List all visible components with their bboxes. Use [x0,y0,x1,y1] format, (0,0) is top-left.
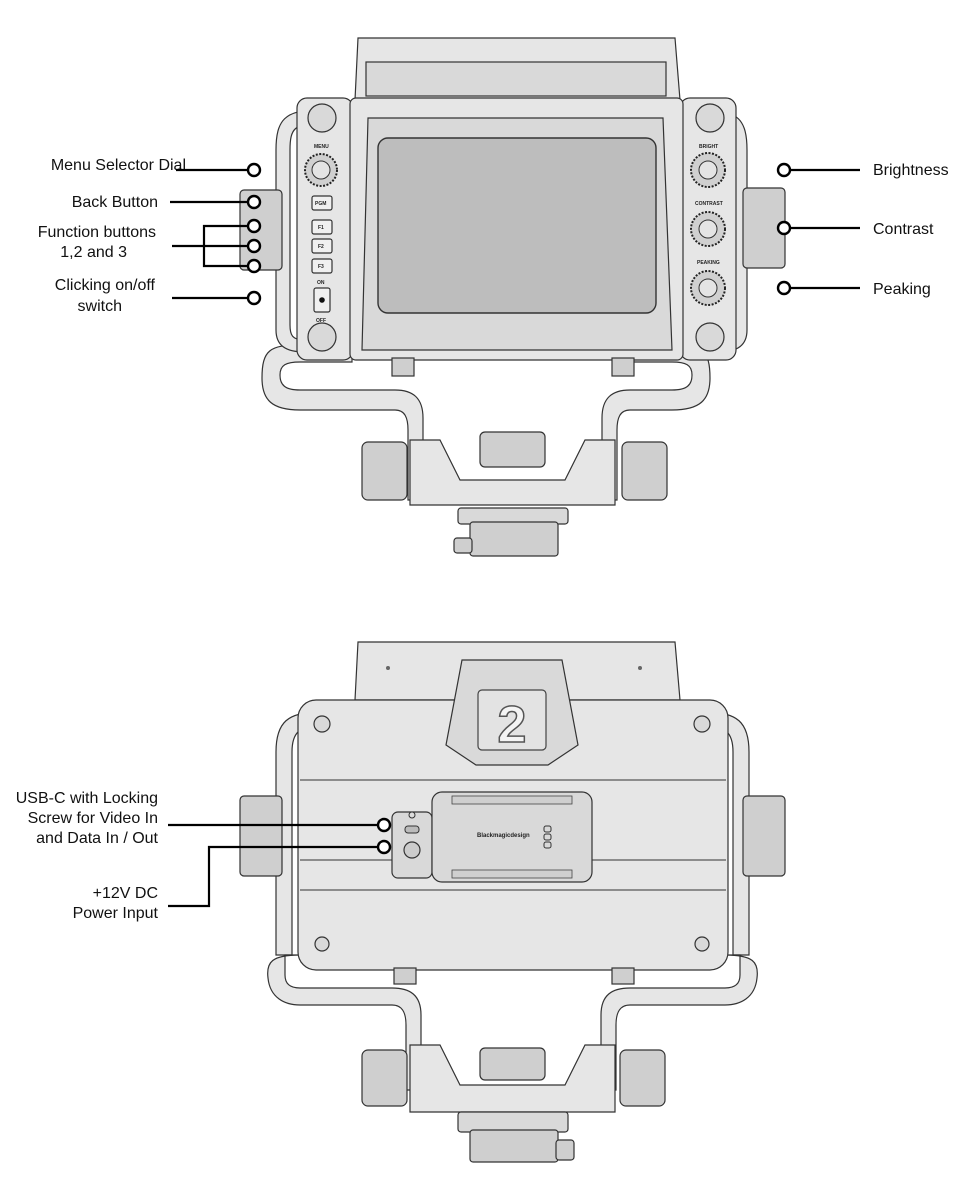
label-peaking: Peaking [873,281,931,298]
callout-power-input: +12V DC Power Input [73,839,392,922]
label-power-switch-2: switch [78,298,122,315]
label-function-buttons-1: Function buttons [38,224,156,241]
corner-screw-br [695,322,725,352]
label-contrast: Contrast [873,221,934,238]
rear-knob-right [619,1049,666,1107]
bright-label: BRIGHT [699,144,718,150]
rear-screw-br [694,936,710,952]
callout-menu-dial: Menu Selector Dial [51,157,262,178]
peaking-label: PEAKING [697,260,720,266]
label-power-2: Power Input [73,905,159,922]
hood-dot-left [386,666,390,670]
lcd-screen [377,137,657,314]
rear-screw-tr [693,715,711,733]
callout-usb-c: USB-C with Locking Screw for Video In an… [16,790,392,847]
corner-screw-tr [695,103,725,133]
pgm-button-text: PGM [315,201,326,207]
rear-foot-left [393,967,417,985]
foot-right [611,357,635,377]
label-power-1: +12V DC [93,885,158,902]
rear-screw-tl [313,715,331,733]
f3-button[interactable] [311,258,333,274]
contrast-label: CONTRAST [695,201,723,207]
rear-mount-left [239,795,283,877]
cold-shoe [469,521,559,557]
power-switch-dot [319,297,325,303]
f1-button[interactable] [311,219,333,235]
rear-yoke-right [600,954,758,1091]
front-view: MENU PGM F1 F2 F3 ON OFF BRIGHT CONTRAST… [38,37,949,557]
callout-back-button: Back Button [72,194,262,211]
shoe-lever [453,537,473,554]
peaking-dial-center [698,278,718,298]
rear-foot-right [611,967,635,985]
brand-vents-bottom [451,869,573,879]
rear-view: 2 Blackmagicdesign [16,641,786,1163]
clamp-top-knob [479,431,546,468]
monitor-number: 2 [498,696,527,754]
brand-plate [431,791,593,883]
callout-power-switch: Clicking on/off switch [55,277,262,315]
hood-dot-right [638,666,642,670]
menu-dial-label: MENU [314,144,329,150]
menu-dial-center [311,160,331,180]
off-label: OFF [316,318,326,324]
f2-button-text: F2 [318,244,324,250]
power-input-port [403,841,421,859]
callout-function-buttons: Function buttons 1,2 and 3 [38,218,262,274]
brand-vents-top [451,795,573,805]
clamp-body [409,439,616,506]
rear-screw-bl [314,936,330,952]
rear-clamp-knob [479,1047,546,1081]
label-usb-1: USB-C with Locking [16,790,158,807]
usb-lock-screw [408,811,416,819]
label-power-switch-1: Clicking on/off [55,277,156,294]
brand-logo-icon [543,825,552,849]
label-brightness: Brightness [873,162,949,179]
usb-c-port [404,825,420,834]
rear-yoke-left [267,954,422,1091]
clamp-knob-right [621,441,668,501]
corner-screw-tl [307,103,337,133]
clamp-knob-left [361,441,408,501]
pgm-back-button[interactable] [311,195,333,211]
f2-button[interactable] [311,238,333,254]
rear-shoe-base [457,1111,569,1133]
number-window [477,689,547,751]
f1-button-text: F1 [318,225,324,231]
corner-screw-bl [307,322,337,352]
callout-brightness: Brightness [776,162,949,179]
callout-peaking: Peaking [776,280,931,298]
rear-shoe [469,1129,559,1163]
f3-button-text: F3 [318,264,324,270]
label-back-button: Back Button [72,194,158,211]
callout-contrast: Contrast [776,220,934,238]
label-function-buttons-2: 1,2 and 3 [60,244,127,261]
rear-shoe-lever [555,1139,575,1161]
rear-mount-right [742,795,786,877]
brand-logo-text: Blackmagicdesign [477,833,530,839]
sunshade-lid [365,61,667,97]
contrast-dial-center [698,219,718,239]
label-usb-3: and Data In / Out [36,830,158,847]
foot-left [391,357,415,377]
rear-knob-left [361,1049,408,1107]
on-label: ON [317,280,325,286]
label-menu-dial: Menu Selector Dial [51,157,186,174]
brightness-dial-center [698,160,718,180]
label-usb-2: Screw for Video In [28,810,158,827]
